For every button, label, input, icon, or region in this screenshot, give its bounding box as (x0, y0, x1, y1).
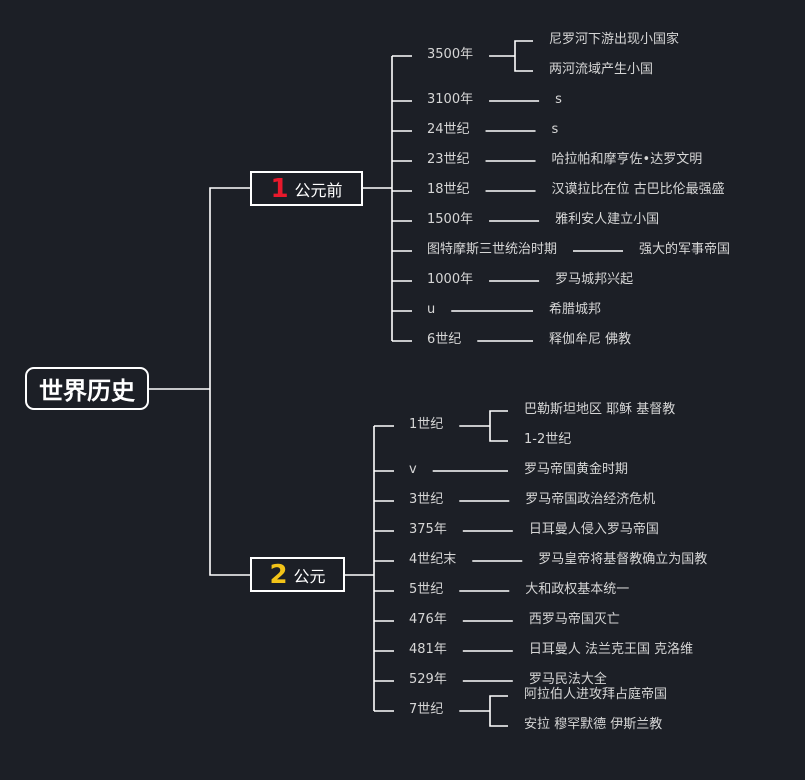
timeline-node[interactable]: 476年 (409, 612, 447, 627)
timeline-node[interactable]: 4世纪末 (409, 552, 457, 567)
trunk-connector (209, 187, 250, 576)
event-leaf[interactable]: 日耳曼人 法兰克王国 克洛维 (528, 642, 694, 657)
event-leaf[interactable]: 西罗马帝国灭亡 (528, 612, 620, 627)
event-leaf[interactable]: 大和政权基本统一 (525, 582, 630, 597)
timeline-node[interactable]: 5世纪 (409, 582, 444, 597)
event-leaf[interactable]: s (555, 92, 562, 107)
timeline-node[interactable]: v (409, 462, 417, 477)
event-leaf[interactable]: 哈拉帕和摩亨佐•达罗文明 (551, 152, 703, 167)
timeline-node[interactable]: 375年 (409, 522, 447, 537)
child-fork (514, 40, 533, 72)
event-leaf[interactable]: 希腊城邦 (549, 302, 602, 317)
branch-label: 公元前 (294, 180, 343, 200)
timeline-node[interactable]: u (427, 302, 436, 317)
event-leaf[interactable]: 雅利安人建立小国 (555, 212, 660, 227)
timeline-node[interactable]: 1500年 (427, 212, 474, 227)
child-fork (489, 695, 508, 727)
timeline-node[interactable]: 1000年 (427, 272, 474, 287)
event-leaf[interactable]: 日耳曼人侵入罗马帝国 (528, 522, 659, 537)
event-leaf[interactable]: 强大的军事帝国 (639, 242, 731, 257)
root-node[interactable]: 世界历史 (25, 367, 149, 410)
branch-label: 公元 (293, 566, 326, 586)
timeline-node[interactable]: 6世纪 (427, 332, 462, 347)
event-leaf[interactable]: s (551, 122, 559, 137)
timeline-node[interactable]: 529年 (409, 672, 447, 687)
event-leaf[interactable]: 罗马帝国政治经济危机 (525, 492, 656, 507)
event-leaf[interactable]: 释伽牟尼 佛教 (549, 332, 632, 347)
branch-number: 1 (270, 173, 289, 204)
event-leaf[interactable]: 尼罗河下游出现小国家 (549, 32, 680, 47)
timeline-node[interactable]: 3100年 (427, 92, 474, 107)
event-leaf[interactable]: 汉谟拉比在位 古巴比伦最强盛 (551, 182, 725, 197)
event-leaf[interactable]: 罗马民法大全 (528, 672, 607, 687)
timeline-node[interactable]: 18世纪 (427, 182, 470, 197)
branch-number: 2 (269, 559, 288, 590)
event-leaf[interactable]: 阿拉伯人进攻拜占庭帝国 (524, 687, 668, 702)
event-leaf[interactable]: 1-2世纪 (524, 432, 572, 447)
timeline-node[interactable]: 3世纪 (409, 492, 444, 507)
timeline-node[interactable]: 图特摩斯三世统治时期 (427, 242, 558, 257)
branch-node-bce[interactable]: 1 公元前 (250, 171, 363, 206)
timeline-node[interactable]: 24世纪 (427, 122, 470, 137)
timeline-node[interactable]: 7世纪 (409, 702, 444, 717)
event-leaf[interactable]: 巴勒斯坦地区 耶稣 基督教 (524, 402, 676, 417)
child-fork (489, 410, 508, 442)
event-leaf[interactable]: 罗马帝国黄金时期 (524, 462, 629, 477)
timeline-node[interactable]: 481年 (409, 642, 447, 657)
event-leaf[interactable]: 两河流域产生小国 (549, 62, 654, 77)
timeline-node[interactable]: 3500年 (427, 47, 474, 62)
timeline-node[interactable]: 1世纪 (409, 417, 444, 432)
timeline-node[interactable]: 23世纪 (427, 152, 470, 167)
root-label: 世界历史 (39, 377, 135, 405)
branch-node-ce[interactable]: 2 公元 (250, 557, 345, 592)
event-leaf[interactable]: 罗马城邦兴起 (555, 272, 634, 287)
event-leaf[interactable]: 安拉 穆罕默德 伊斯兰教 (524, 717, 663, 732)
event-leaf[interactable]: 罗马皇帝将基督教确立为国教 (538, 552, 708, 567)
